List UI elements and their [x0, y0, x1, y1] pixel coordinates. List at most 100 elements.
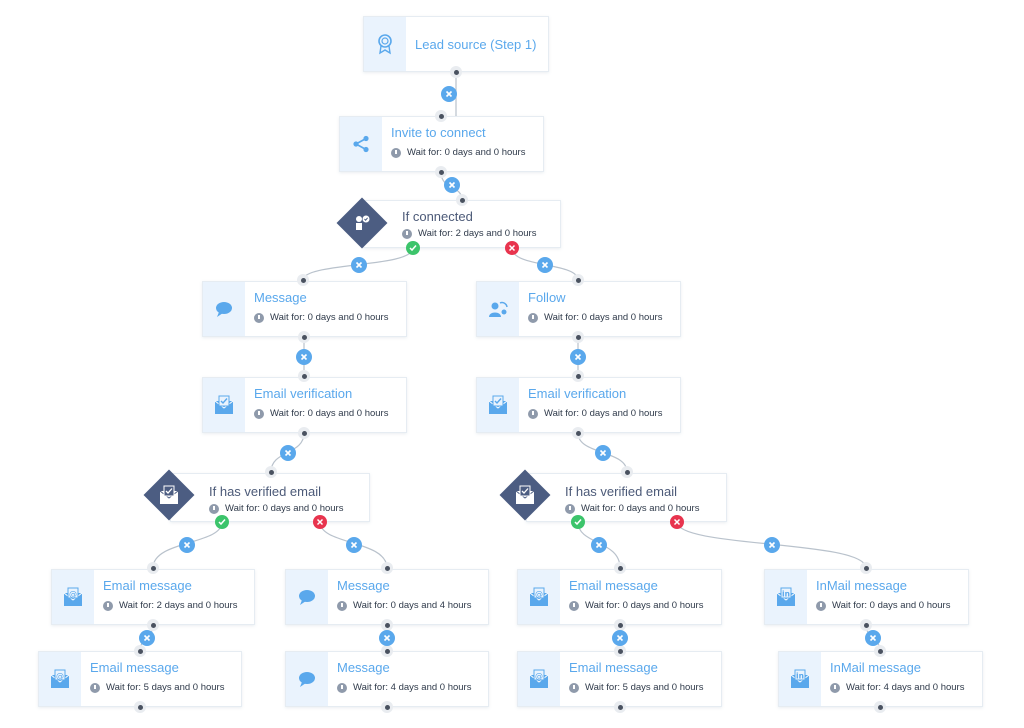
- connector-port[interactable]: [572, 331, 584, 343]
- wait-time: Wait for: 0 days and 0 hours: [209, 503, 343, 514]
- node-title: Follow: [528, 290, 566, 305]
- connector-port[interactable]: [381, 645, 393, 657]
- no-branch-icon[interactable]: [313, 515, 327, 529]
- remove-connection-button[interactable]: [379, 630, 395, 646]
- email-message-node[interactable]: @ Email message Wait for: 5 days and 0 h…: [38, 651, 242, 707]
- node-title: Message: [337, 660, 390, 675]
- wait-time: Wait for: 0 days and 0 hours: [528, 408, 662, 419]
- wait-time: Wait for: 4 days and 0 hours: [337, 682, 471, 693]
- wait-time: Wait for: 0 days and 0 hours: [528, 312, 662, 323]
- invite-to-connect-node[interactable]: Invite to connect Wait for: 0 days and 0…: [339, 116, 544, 172]
- no-branch-icon[interactable]: [505, 241, 519, 255]
- connector-port[interactable]: [621, 466, 633, 478]
- remove-connection-button[interactable]: [139, 630, 155, 646]
- email-message-node[interactable]: @ Email message Wait for: 0 days and 0 h…: [517, 569, 722, 625]
- connector-port[interactable]: [381, 701, 393, 713]
- svg-text:@: @: [535, 590, 543, 599]
- node-title: Lead source (Step 1): [415, 37, 537, 52]
- connector-port[interactable]: [297, 274, 309, 286]
- remove-connection-button[interactable]: [591, 537, 607, 553]
- connector-port[interactable]: [572, 274, 584, 286]
- wait-time: Wait for: 5 days and 0 hours: [90, 682, 224, 693]
- connector-port[interactable]: [298, 331, 310, 343]
- connector-port[interactable]: [614, 645, 626, 657]
- connector-port[interactable]: [450, 66, 462, 78]
- connector-port[interactable]: [147, 562, 159, 574]
- clock-icon: [254, 312, 264, 323]
- connector-port[interactable]: [298, 370, 310, 382]
- remove-connection-button[interactable]: [537, 257, 553, 273]
- if-verified-email-node[interactable]: If has verified email Wait for: 0 days a…: [526, 473, 727, 522]
- email-verification-node[interactable]: Email verification Wait for: 0 days and …: [202, 377, 407, 433]
- node-title: Message: [337, 578, 390, 593]
- remove-connection-button[interactable]: [351, 257, 367, 273]
- node-title: Email verification: [528, 386, 627, 401]
- remove-connection-button[interactable]: [612, 630, 628, 646]
- message-node[interactable]: Message Wait for: 4 days and 0 hours: [285, 651, 489, 707]
- connector-port[interactable]: [435, 166, 447, 178]
- remove-connection-button[interactable]: [764, 537, 780, 553]
- connector-port[interactable]: [614, 701, 626, 713]
- node-title: Email verification: [254, 386, 353, 401]
- email-message-node[interactable]: @ Email message Wait for: 5 days and 0 h…: [517, 651, 722, 707]
- inmail-icon: in: [779, 652, 821, 706]
- email-verification-node[interactable]: Email verification Wait for: 0 days and …: [476, 377, 681, 433]
- message-node[interactable]: Message Wait for: 0 days and 4 hours: [285, 569, 489, 625]
- remove-connection-button[interactable]: [595, 445, 611, 461]
- connector-port[interactable]: [265, 466, 277, 478]
- svg-text:@: @: [56, 672, 64, 681]
- remove-connection-button[interactable]: [441, 86, 457, 102]
- connector-port[interactable]: [614, 562, 626, 574]
- remove-connection-button[interactable]: [444, 177, 460, 193]
- clock-icon: [569, 682, 579, 693]
- node-title: If has verified email: [565, 484, 677, 499]
- connector-port[interactable]: [456, 194, 468, 206]
- connector-port[interactable]: [572, 427, 584, 439]
- node-title: If connected: [402, 209, 473, 224]
- share-icon: [340, 117, 382, 171]
- connector-port[interactable]: [381, 562, 393, 574]
- connector-port[interactable]: [572, 370, 584, 382]
- follow-person-icon: [477, 282, 519, 336]
- inmail-message-node[interactable]: in InMail message Wait for: 0 days and 0…: [764, 569, 969, 625]
- clock-icon: [830, 682, 840, 693]
- yes-branch-icon[interactable]: [215, 515, 229, 529]
- remove-connection-button[interactable]: [179, 537, 195, 553]
- connector-port[interactable]: [134, 645, 146, 657]
- message-node[interactable]: Message Wait for: 0 days and 0 hours: [202, 281, 407, 337]
- connector-port[interactable]: [874, 701, 886, 713]
- if-connected-node[interactable]: If connected Wait for: 2 days and 0 hour…: [363, 200, 561, 248]
- connector-port[interactable]: [435, 110, 447, 122]
- if-verified-email-node[interactable]: If has verified email Wait for: 0 days a…: [170, 473, 370, 522]
- wait-time: Wait for: 2 days and 0 hours: [402, 228, 536, 239]
- connector-port[interactable]: [381, 619, 393, 631]
- remove-connection-button[interactable]: [865, 630, 881, 646]
- clock-icon: [569, 600, 579, 611]
- no-branch-icon[interactable]: [670, 515, 684, 529]
- yes-branch-icon[interactable]: [571, 515, 585, 529]
- wait-time: Wait for: 0 days and 0 hours: [254, 408, 388, 419]
- svg-text:in: in: [796, 672, 804, 681]
- remove-connection-button[interactable]: [280, 445, 296, 461]
- connector-port[interactable]: [147, 619, 159, 631]
- lead-source-node[interactable]: Lead source (Step 1): [363, 16, 549, 72]
- yes-branch-icon[interactable]: [406, 241, 420, 255]
- connector-port[interactable]: [298, 427, 310, 439]
- svg-text:@: @: [535, 672, 543, 681]
- clock-icon: [391, 147, 401, 158]
- remove-connection-button[interactable]: [570, 349, 586, 365]
- follow-node[interactable]: Follow Wait for: 0 days and 0 hours: [476, 281, 681, 337]
- wait-time: Wait for: 0 days and 4 hours: [337, 600, 471, 611]
- clock-icon: [528, 408, 538, 419]
- connector-port[interactable]: [860, 619, 872, 631]
- email-message-node[interactable]: @ Email message Wait for: 2 days and 0 h…: [51, 569, 255, 625]
- at-envelope-icon: @: [518, 570, 560, 624]
- inmail-message-node[interactable]: in InMail message Wait for: 4 days and 0…: [778, 651, 983, 707]
- remove-connection-button[interactable]: [296, 349, 312, 365]
- chat-bubble-icon: [286, 570, 328, 624]
- connector-port[interactable]: [874, 645, 886, 657]
- connector-port[interactable]: [860, 562, 872, 574]
- connector-port[interactable]: [614, 619, 626, 631]
- connector-port[interactable]: [134, 701, 146, 713]
- remove-connection-button[interactable]: [346, 537, 362, 553]
